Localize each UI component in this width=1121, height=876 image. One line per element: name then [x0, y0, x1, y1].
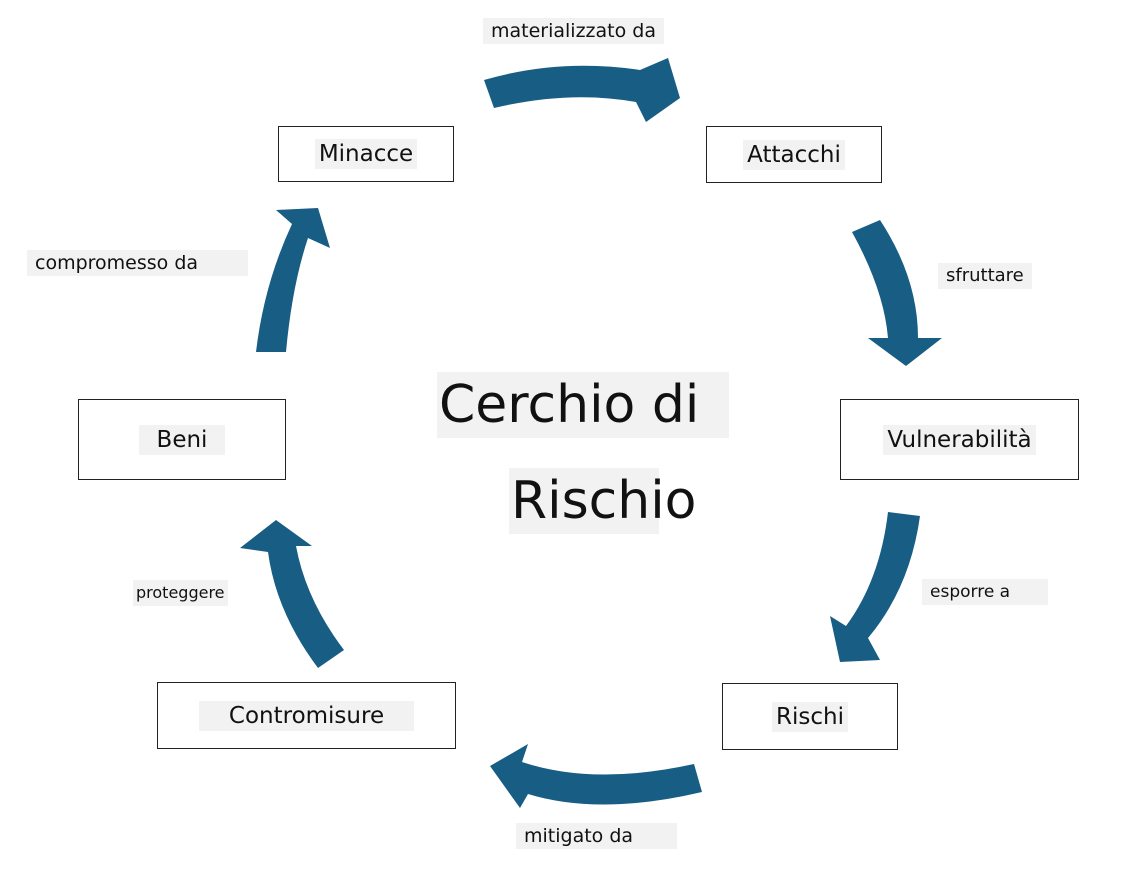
edge-label-proteggere: proteggere [133, 580, 228, 606]
node-contromisure: Contromisure [157, 682, 456, 749]
node-label: Beni [138, 424, 226, 455]
node-rischi: Rischi [722, 683, 898, 750]
arrow-attacchi-vulnerabilita [852, 220, 942, 366]
node-minacce: Minacce [278, 126, 454, 182]
node-label: Attacchi [743, 139, 845, 170]
edge-label-sfruttare: sfruttare [938, 263, 1032, 289]
node-vulnerabilita: Vulnerabilità [840, 399, 1079, 480]
node-attacchi: Attacchi [706, 126, 882, 183]
edge-label-compromesso: compromesso da [27, 250, 248, 276]
edge-label-mitigato: mitigato da [516, 823, 677, 849]
diagram-title-line2: Rischio [509, 468, 696, 534]
edge-label-materializzato: materializzato da [483, 18, 664, 44]
arrow-beni-minacce [256, 208, 330, 352]
diagram-title-line1: Cerchio di [437, 372, 729, 438]
node-label: Minacce [314, 139, 418, 169]
node-label: Vulnerabilità [883, 424, 1036, 455]
arrow-minacce-attacchi [484, 58, 680, 122]
edge-label-esporre: esporre a [922, 579, 1048, 605]
node-label: Rischi [772, 701, 848, 732]
node-label: Contromisure [198, 700, 415, 731]
arrow-rischi-contromisure [490, 744, 702, 808]
arrow-contromisure-beni [240, 520, 344, 668]
arrow-vulnerabilita-rischi [830, 512, 920, 662]
node-beni: Beni [78, 399, 286, 480]
